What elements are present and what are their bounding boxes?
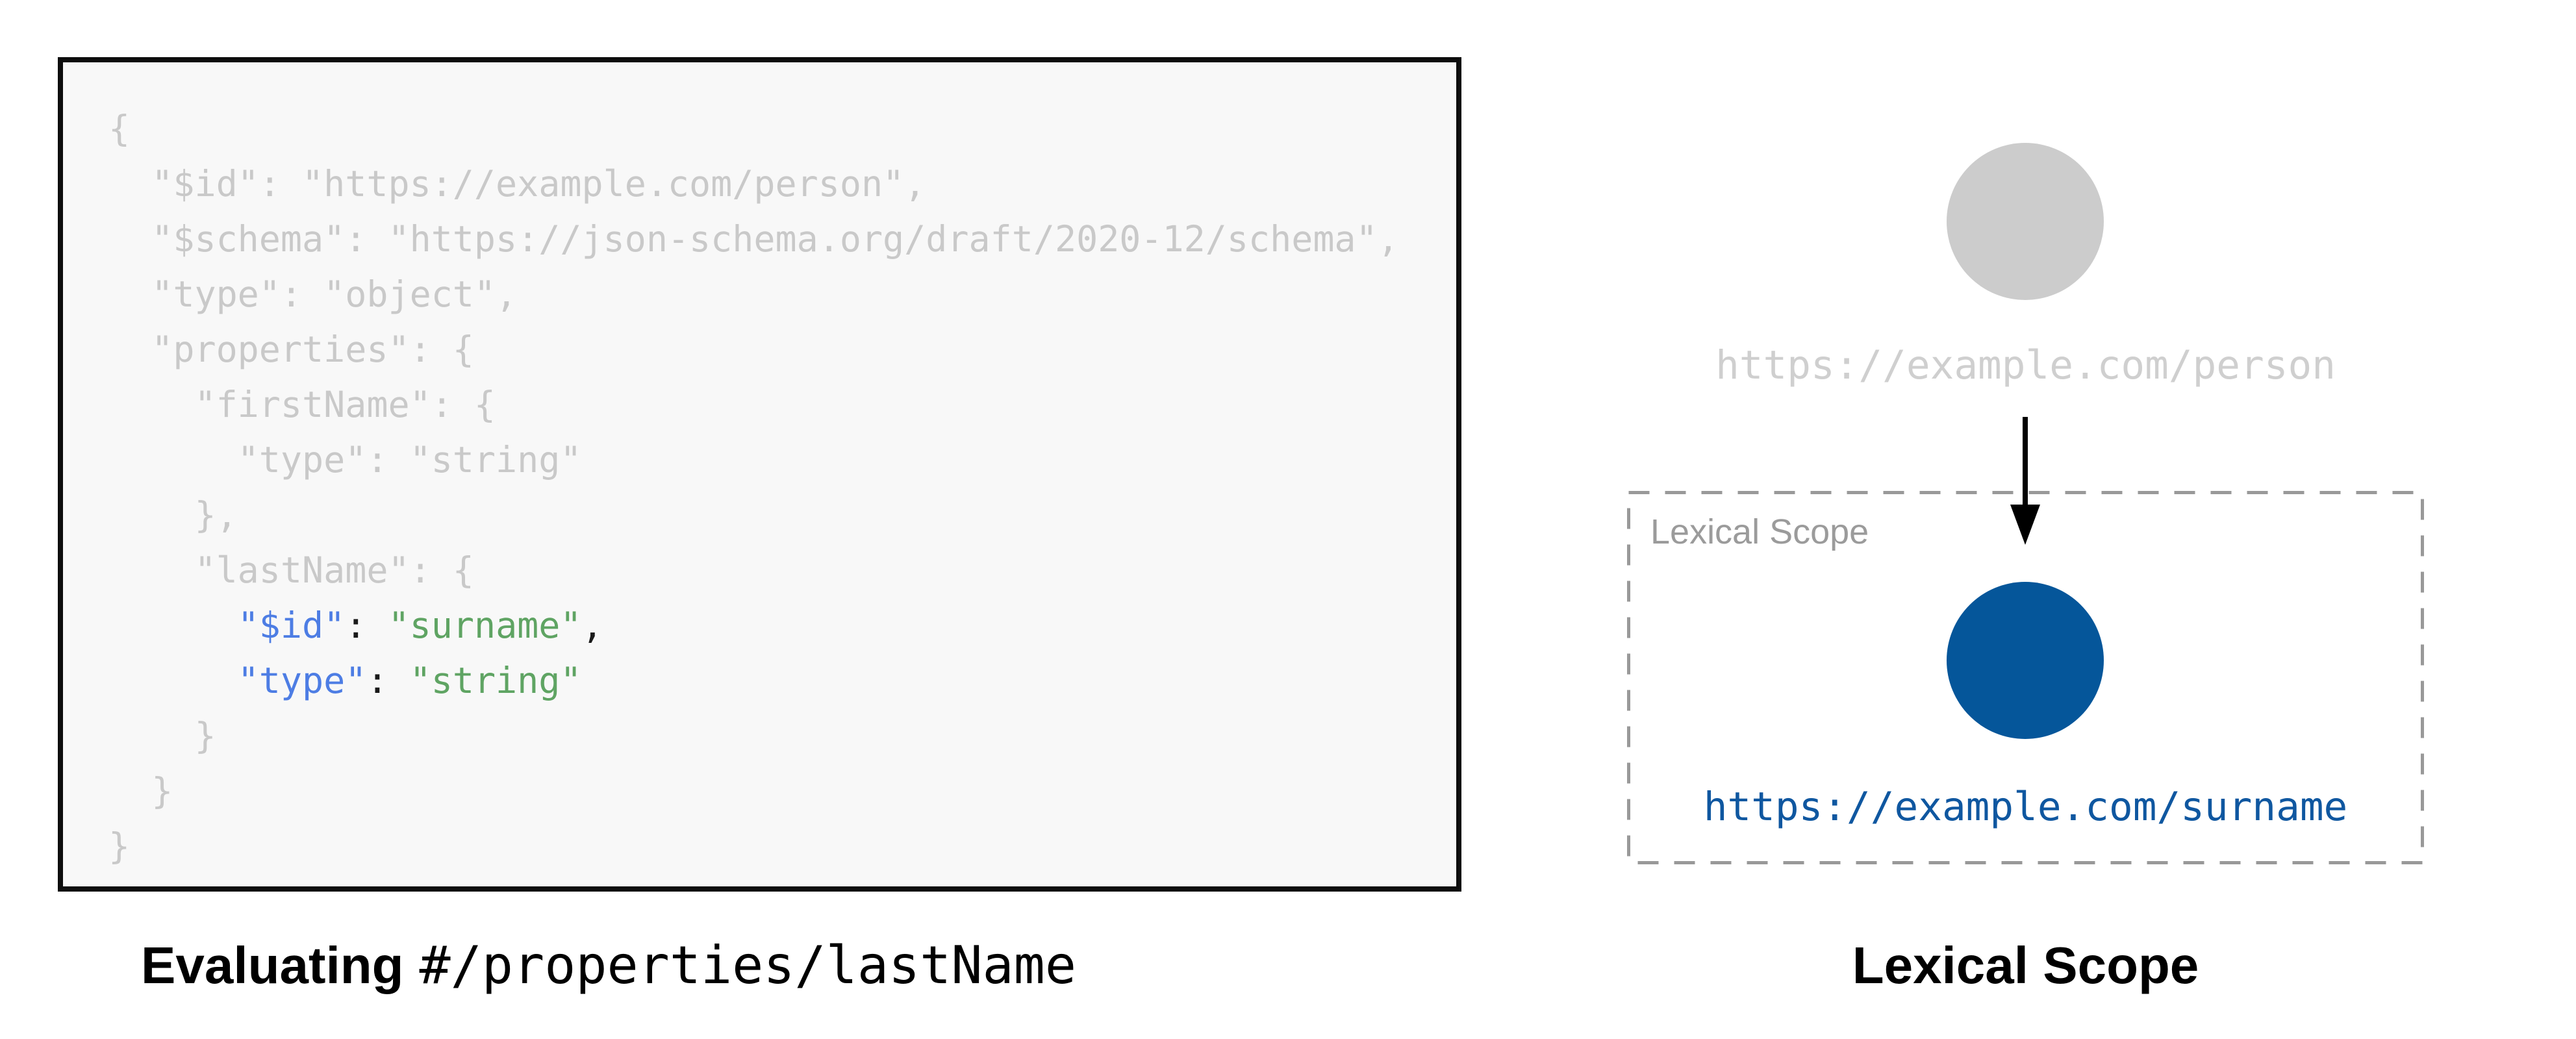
code-line: } [108, 819, 1456, 874]
person-schema-node-circle [1947, 143, 2104, 300]
left-caption: Evaluating #/properties/lastName [141, 938, 1076, 994]
code-token-dim: { [108, 108, 131, 149]
code-line: "$id": "https://example.com/person", [108, 156, 1456, 212]
code-line: "$id": "surname", [108, 598, 1456, 653]
code-line: "type": "string" [108, 432, 1456, 488]
code-token-key: "type" [237, 660, 367, 701]
code-token-str: "string" [409, 660, 582, 701]
code-token-dim: } [108, 825, 131, 867]
json-schema-code: { "$id": "https://example.com/person", "… [63, 62, 1456, 874]
left-caption-evaluating: Evaluating [141, 936, 404, 994]
code-line: "type": "object", [108, 267, 1456, 322]
code-line: "type": "string" [108, 653, 1456, 708]
right-caption: Lexical Scope [1852, 936, 2199, 994]
code-line: "lastName": { [108, 543, 1456, 598]
code-token-plain [108, 660, 238, 701]
person-uri-label: https://example.com/person [1715, 342, 2336, 388]
surname-schema-node-circle [1947, 582, 2104, 739]
left-caption-json-pointer: #/properties/lastName [419, 935, 1076, 995]
code-token-plain [108, 605, 238, 646]
code-token-dim: "type": "string" [108, 439, 582, 481]
code-token-key: "$id" [237, 605, 346, 646]
code-token-str: "surname" [388, 605, 582, 646]
code-token-dim: } [108, 770, 173, 812]
code-line: "firstName": { [108, 377, 1456, 432]
lexical-scope-box-label: Lexical Scope [1650, 512, 1869, 551]
code-line: } [108, 764, 1456, 819]
code-token-dim: "$id": "https://example.com/person", [108, 163, 926, 205]
code-token-dim: "properties": { [108, 329, 474, 370]
code-token-plain: , [581, 605, 603, 646]
code-token-dim: }, [108, 494, 238, 536]
code-token-dim: "firstName": { [108, 384, 496, 425]
code-line: }, [108, 488, 1456, 543]
code-line: { [108, 101, 1456, 156]
json-schema-code-panel: { "$id": "https://example.com/person", "… [58, 57, 1461, 892]
code-token-dim: "lastName": { [108, 549, 474, 591]
arrow-down-line [2023, 417, 2028, 508]
code-line: } [108, 708, 1456, 764]
code-token-dim: "type": "object", [108, 273, 518, 315]
code-token-plain: : [345, 605, 388, 646]
arrow-down-head [2010, 505, 2040, 545]
code-token-dim: "$schema": "https://json-schema.org/draf… [108, 218, 1399, 260]
code-token-plain: : [366, 660, 410, 701]
code-line: "properties": { [108, 322, 1456, 377]
code-token-dim: } [108, 715, 216, 757]
code-line: "$schema": "https://json-schema.org/draf… [108, 212, 1456, 267]
surname-uri-label: https://example.com/surname [1703, 784, 2348, 830]
